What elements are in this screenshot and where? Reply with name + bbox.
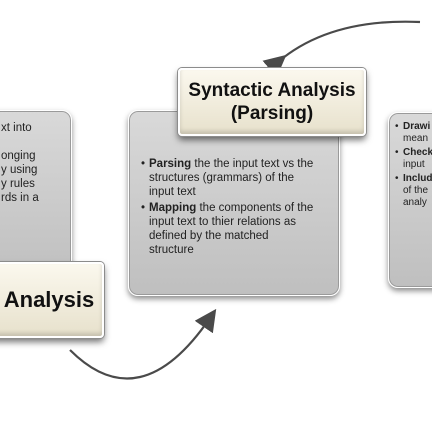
left-panel-line: rds in a: [1, 192, 39, 204]
bullet-keyword: Drawi: [403, 121, 431, 132]
lexical-analysis-panel: xt into onging y using y rules rds in a: [0, 110, 72, 280]
bullet-keyword: Parsing: [149, 158, 192, 170]
right-bullet: Includ of the analy: [395, 173, 432, 209]
left-panel-line: xt into: [1, 122, 32, 134]
bullet-text: analy: [403, 197, 427, 208]
top-curved-arrow: [262, 20, 421, 78]
bottom-curved-arrow: [69, 308, 217, 380]
bullet-text: structure: [149, 244, 194, 256]
right-bullet: Drawi mean: [395, 121, 432, 145]
syntactic-analysis-panel: Parsing the the input text vs the struct…: [128, 110, 340, 296]
bullet-text: input: [403, 159, 425, 170]
bullet-keyword: Mapping: [149, 202, 197, 214]
bullet-text: structures (grammars) of the: [149, 172, 295, 184]
bullet-text: input text to thier relations as: [149, 216, 297, 228]
bullet-text: the components of the: [196, 202, 314, 214]
syntactic-analysis-title: Syntactic Analysis (Parsing): [178, 68, 366, 136]
center-title-line1: Syntactic Analysis: [188, 80, 356, 101]
bullet-keyword: Check: [403, 147, 432, 158]
bullet-keyword: Includ: [403, 173, 432, 184]
mapping-bullet: Mapping the components of the input text…: [141, 201, 333, 257]
bullet-text: input text: [149, 186, 196, 198]
left-panel-line: onging: [1, 150, 36, 162]
left-title-text: Analysis: [3, 287, 95, 312]
bullet-text: the the input text vs the: [191, 158, 314, 170]
bullet-text: of the: [403, 185, 429, 196]
left-panel-line: y rules: [1, 178, 35, 190]
bullet-text: defined by the matched: [149, 230, 269, 242]
left-panel-line: y using: [1, 164, 38, 176]
parsing-bullet: Parsing the the input text vs the struct…: [141, 157, 333, 199]
lexical-analysis-title: Analysis: [0, 262, 104, 338]
right-bullet: Check input: [395, 147, 432, 171]
semantic-analysis-panel: Drawi mean Check input Includ of the ana…: [388, 112, 432, 288]
bullet-text: mean: [403, 133, 429, 144]
center-title-line2: (Parsing): [230, 103, 314, 124]
